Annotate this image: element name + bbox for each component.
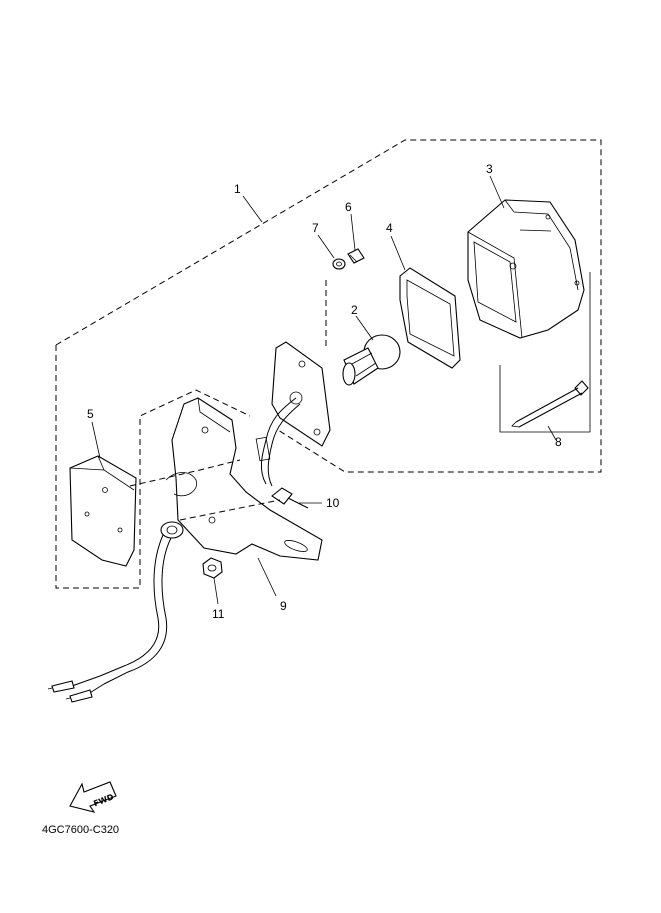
lamp-base-plate — [255, 341, 331, 487]
callout-5: 5 — [87, 407, 94, 421]
callout-1: 1 — [234, 182, 241, 196]
part-5-reflector — [69, 455, 137, 567]
callout-4: 4 — [386, 221, 393, 235]
callout-11: 11 — [212, 607, 225, 621]
callout-9: 9 — [280, 599, 287, 613]
part-4-gasket — [399, 267, 461, 369]
part-6-screw — [347, 248, 365, 264]
part-3-lens — [467, 199, 585, 339]
part-10-bolt — [271, 487, 309, 509]
part-11-nut — [202, 557, 223, 579]
part-9-bracket — [165, 397, 323, 561]
callout-10: 10 — [326, 496, 340, 510]
drawing-code: 4GC7600-C320 — [42, 824, 119, 836]
callout-3: 3 — [486, 162, 493, 176]
callout-7: 7 — [312, 221, 319, 235]
callout-8: 8 — [555, 435, 562, 449]
assembly-outline — [55, 139, 602, 589]
callout-6: 6 — [345, 200, 352, 214]
part-2-bulb — [342, 334, 401, 386]
fwd-arrow-icon: FWD — [69, 781, 117, 813]
callout-2: 2 — [351, 303, 358, 317]
wire-harness — [47, 521, 184, 703]
part-7-washer — [332, 258, 346, 270]
part-8-long-bolt — [499, 272, 591, 433]
leader-lines — [91, 175, 557, 605]
